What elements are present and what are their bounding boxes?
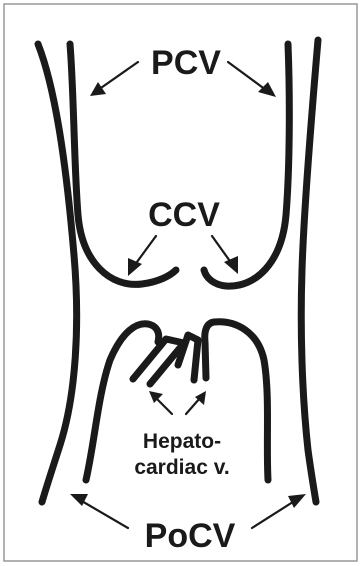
ccv-arrow-right [212, 236, 238, 274]
hepatocardiac-label-line1: Hepato- [143, 430, 221, 453]
pocv-label: PoCV [145, 517, 236, 555]
ccv-arrow-left [128, 236, 156, 276]
pcv-label: PCV [151, 44, 221, 82]
pocv-arrow-right [252, 494, 306, 528]
pocv-arrow-left [70, 494, 128, 528]
right-outer-wall [301, 40, 318, 502]
ccv-label: CCV [148, 196, 220, 234]
hepatocardiac-label-line2: cardiac v. [134, 456, 229, 479]
hepatocardiac-arrow-right [186, 391, 206, 414]
pcv-arrow-right [228, 62, 276, 97]
hepatocardiac-arrow-left [149, 391, 172, 414]
pcv-arrow-left [90, 62, 138, 96]
